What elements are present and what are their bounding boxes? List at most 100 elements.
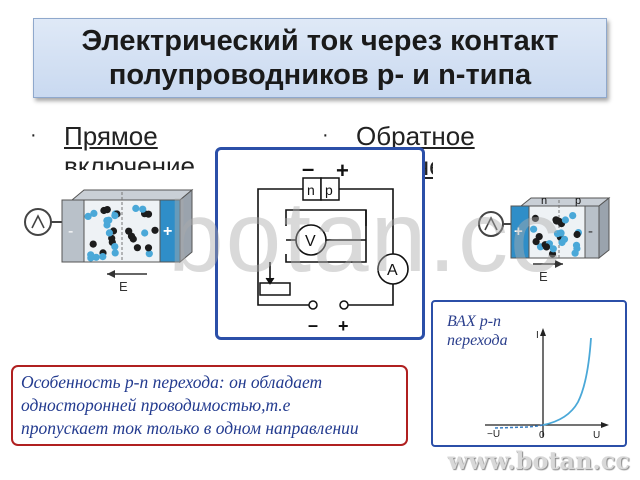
carrier-dots [530,212,582,258]
iv-title: ВАХ р-п перехода [447,312,508,350]
iv-title-line-1: ВАХ р-п [447,313,502,330]
carrier-dot [145,250,153,258]
note-line-1: Особенность р-п перехода: он обладает [21,372,323,392]
bullet-marker-reverse: · [322,124,329,146]
lamp-filament-icon [484,216,498,231]
carrier-dot [144,244,153,252]
terminal-minus-icon [308,300,318,310]
carrier-dot [125,227,133,235]
iv-zero-label: 0 [539,430,545,441]
forward-bias-svg: - + E [24,188,194,294]
left-minus-label: - [68,223,73,240]
carrier-dot [111,243,119,251]
iv-reverse-branch [494,424,544,429]
p-label: p [325,182,333,198]
iv-u-label: U [593,430,600,441]
carrier-dot [141,229,149,237]
note-line-3: пропускает ток только в одном направлени… [21,418,359,438]
bullet-marker-forward: · [30,124,37,146]
n-label: n [307,182,315,198]
battery-minus-label: – [302,156,314,181]
field-arrow-icon [107,270,115,278]
lamp-icon [478,211,504,237]
carrier-dot [89,240,97,248]
terminal-plus-label: + [338,316,349,336]
circuit-svg: – + n p V A – + [257,156,409,336]
note-line-2: односторонней проводимостью,т.е [21,395,291,415]
carrier-dot [129,235,137,243]
carrier-dot [569,212,577,220]
carrier-dot [133,244,141,252]
pn-junction-note: Особенность р-п перехода: он обладает од… [11,365,408,446]
carrier-dot [90,209,98,217]
crystal-side-face [179,188,193,264]
rheostat-slider-icon [265,277,275,285]
carrier-dot [103,217,111,225]
carrier-dot [561,216,569,224]
lamp-icon [24,208,52,236]
reverse-bias-svg: n p + - E [478,195,611,284]
right-field-label: E [539,269,548,284]
iv-characteristic-panel: ВАХ р-п перехода I −U 0 U [431,300,627,447]
right-n-label: n [541,195,547,207]
bullet-reverse-line-1: Обратное [356,121,475,151]
carrier-dot [553,230,562,238]
battery-plus-label: + [336,158,349,183]
slide-title-line-1: Электрический ток через контакт [81,25,559,57]
iv-y-arrow-icon [540,328,546,336]
lamp-filament-icon [31,214,45,229]
carrier-dot [103,206,111,214]
reverse-bias-diagram: n p + - E [433,160,630,292]
terminal-plus-icon [339,300,349,310]
iv-graph-svg: I −U 0 U [485,328,609,441]
right-plus-label: + [514,223,523,240]
carrier-dot [132,204,140,212]
left-field-label: E [119,279,128,294]
carrier-dot [532,238,540,246]
bullet-forward-line-1: Прямое [64,121,158,151]
measurement-circuit: – + n p V A – + [215,147,425,340]
right-p-label: p [575,195,581,207]
slide-title-box: Электрический ток через контакт полупров… [33,18,607,98]
left-plus-label: + [163,223,172,240]
iv-forward-branch [542,337,592,426]
carrier-dot [99,253,107,261]
iv-y-label: I [536,330,539,341]
watermark-url: www.botan.cc [447,446,630,475]
forward-bias-diagram: - + E [12,170,210,298]
electrode-right [584,205,600,259]
carrier-dot [139,205,147,213]
ammeter-icon [377,253,409,285]
carrier-dot [531,214,539,222]
iv-title-line-2: перехода [447,332,508,349]
iv-x-arrow-icon [601,422,609,428]
carrier-dot [87,251,95,259]
carrier-dot [92,253,100,261]
carrier-dot [552,216,560,224]
carrier-dot [111,212,119,220]
carrier-dot [151,226,159,234]
carrier-dots [84,204,159,262]
carrier-dot [84,212,92,220]
carrier-dot [560,235,569,243]
carrier-dot [111,249,119,257]
voltmeter-label: V [305,233,316,250]
electrode-right [159,199,181,263]
rheostat-icon [259,282,291,296]
iv-neg-u-label: −U [487,429,500,440]
carrier-dot [105,229,113,237]
carrier-dot [108,234,116,242]
crystal-side-face [598,196,610,260]
carrier-dot [530,225,538,233]
right-minus-label: - [588,223,593,240]
carrier-dot [573,230,581,239]
carrier-dot [542,243,551,251]
carrier-dot [549,245,557,253]
field-arrow-icon [555,260,563,268]
crystal-top-face [70,189,194,201]
ammeter-label: A [387,262,398,279]
carrier-dot [572,241,581,249]
terminal-minus-label: – [308,315,318,335]
slide-title-line-2: полупроводников р- и n-типа [108,59,532,91]
crystal-top-face [519,197,611,207]
